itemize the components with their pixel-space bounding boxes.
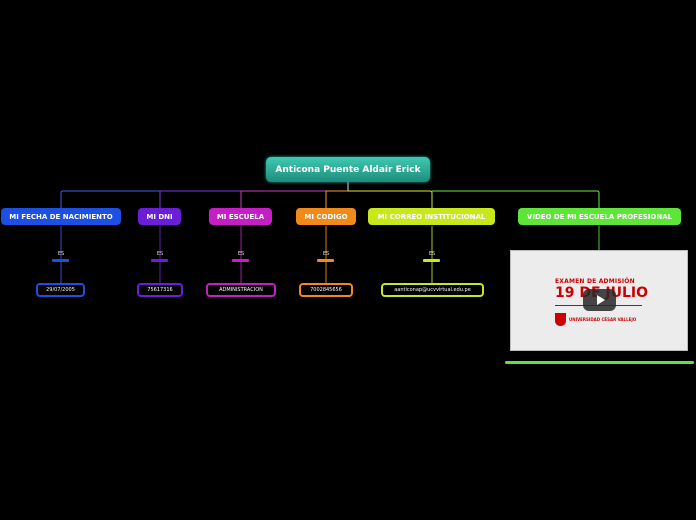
topic-code[interactable]: MI CODIGO bbox=[296, 208, 356, 225]
play-button[interactable] bbox=[583, 289, 616, 311]
relation-bar bbox=[151, 259, 168, 262]
value-email[interactable]: aanticonap@ucvvirtual.edu.pe bbox=[381, 283, 484, 297]
relation-bar bbox=[317, 259, 334, 262]
topic-video[interactable]: VIDEO DE MI ESCUELA PROFESIONAL bbox=[518, 208, 681, 225]
video-underline bbox=[505, 361, 694, 364]
relation-bar bbox=[423, 259, 440, 262]
value-school[interactable]: ADMINISTRACION bbox=[206, 283, 276, 297]
relation-bar bbox=[52, 259, 69, 262]
university-logo-icon bbox=[555, 313, 566, 326]
topic-school[interactable]: MI ESCUELA bbox=[209, 208, 272, 225]
value-dni[interactable]: 75617316 bbox=[137, 283, 183, 297]
play-icon bbox=[596, 295, 605, 305]
video-thumbnail[interactable]: EXAMEN DE ADMISIÓN 19 DE JULIO UNIVERSID… bbox=[510, 250, 688, 351]
relation-label: ES bbox=[322, 251, 330, 257]
video-title-line: EXAMEN DE ADMISIÓN bbox=[555, 278, 635, 285]
relation-label: ES bbox=[428, 251, 436, 257]
topic-email[interactable]: MI CORREO INSTITUCIONAL bbox=[368, 208, 495, 225]
root-topic[interactable]: Anticona Puente Aldair Erick bbox=[266, 157, 430, 182]
value-code[interactable]: 7002845656 bbox=[299, 283, 353, 297]
relation-label: ES bbox=[156, 251, 164, 257]
relation-label: ES bbox=[237, 251, 245, 257]
university-name: UNIVERSIDAD CÉSAR VALLEJO bbox=[569, 317, 637, 322]
relation-bar bbox=[232, 259, 249, 262]
relation-label: ES bbox=[57, 251, 65, 257]
topic-dni[interactable]: MI DNI bbox=[138, 208, 181, 225]
value-birth-date[interactable]: 29/07/2005 bbox=[36, 283, 85, 297]
topic-birth-date[interactable]: MI FECHA DE NACIMIENTO bbox=[1, 208, 121, 225]
